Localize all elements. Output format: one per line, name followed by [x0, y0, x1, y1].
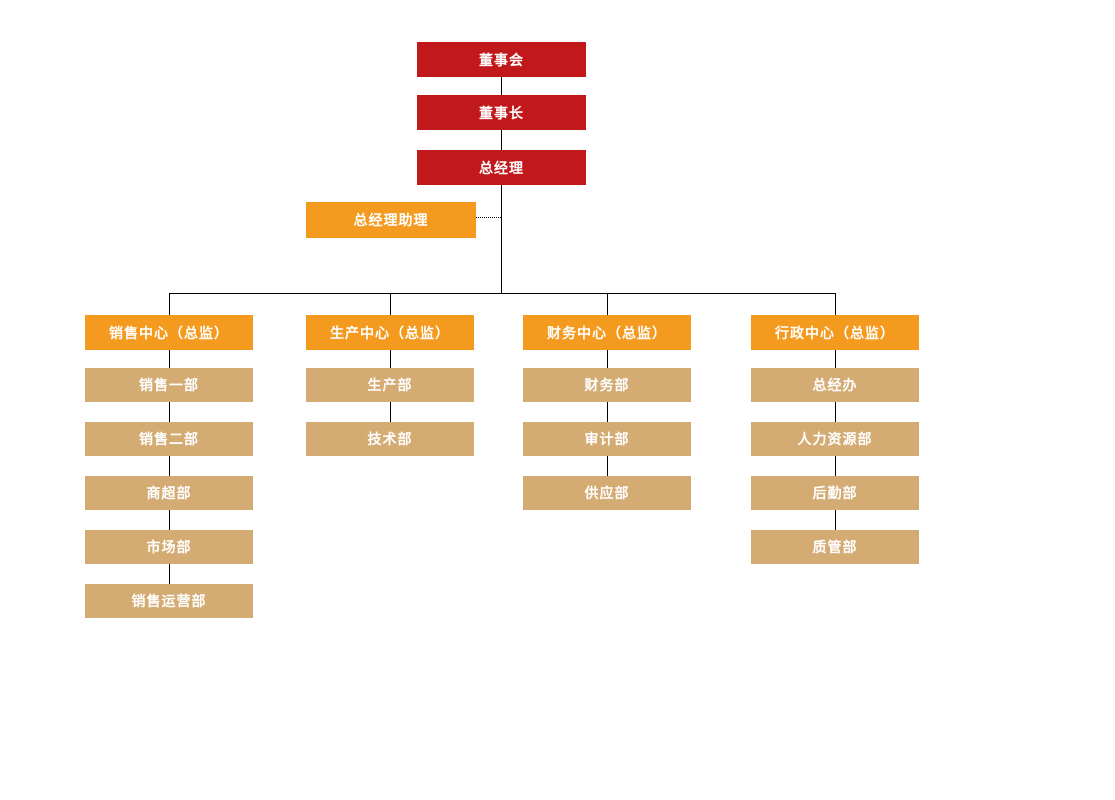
node-general-manager: 总经理 [417, 150, 586, 185]
connector-production-1 [390, 350, 391, 368]
node-technology-dept: 技术部 [306, 422, 474, 456]
node-marketing-dept: 市场部 [85, 530, 253, 564]
connector-sales-1 [169, 350, 170, 368]
connector-gm-trunk [501, 185, 502, 293]
node-sales-dept-2: 销售二部 [85, 422, 253, 456]
connector-admin-4 [835, 510, 836, 530]
node-board-of-directors: 董事会 [417, 42, 586, 77]
connector-sales-5 [169, 564, 170, 584]
node-production-center: 生产中心（总监） [306, 315, 474, 350]
connector-stub-sales [169, 293, 170, 315]
node-chairman: 董事长 [417, 95, 586, 130]
node-audit-dept: 审计部 [523, 422, 691, 456]
node-sales-center: 销售中心（总监） [85, 315, 253, 350]
node-gm-assistant: 总经理助理 [306, 202, 476, 238]
connector-admin-3 [835, 456, 836, 476]
node-finance-center: 财务中心（总监） [523, 315, 691, 350]
connector-finance-2 [607, 402, 608, 422]
connector-chairman-gm [501, 130, 502, 150]
connector-stub-admin [835, 293, 836, 315]
node-sales-dept-1: 销售一部 [85, 368, 253, 402]
connector-branch-rail [169, 293, 836, 294]
connector-finance-3 [607, 456, 608, 476]
node-supply-dept: 供应部 [523, 476, 691, 510]
node-supermarket-dept: 商超部 [85, 476, 253, 510]
node-finance-dept: 财务部 [523, 368, 691, 402]
node-production-dept: 生产部 [306, 368, 474, 402]
connector-stub-finance [607, 293, 608, 315]
connector-assistant-dotted [476, 217, 501, 218]
connector-sales-3 [169, 456, 170, 476]
connector-board-chairman [501, 77, 502, 95]
node-quality-dept: 质管部 [751, 530, 919, 564]
node-admin-center: 行政中心（总监） [751, 315, 919, 350]
node-sales-operations-dept: 销售运营部 [85, 584, 253, 618]
node-logistics-dept: 后勤部 [751, 476, 919, 510]
connector-admin-1 [835, 350, 836, 368]
connector-admin-2 [835, 402, 836, 422]
node-hr-dept: 人力资源部 [751, 422, 919, 456]
connector-stub-production [390, 293, 391, 315]
node-gm-office: 总经办 [751, 368, 919, 402]
connector-sales-4 [169, 510, 170, 530]
connector-sales-2 [169, 402, 170, 422]
connector-finance-1 [607, 350, 608, 368]
connector-production-2 [390, 402, 391, 422]
